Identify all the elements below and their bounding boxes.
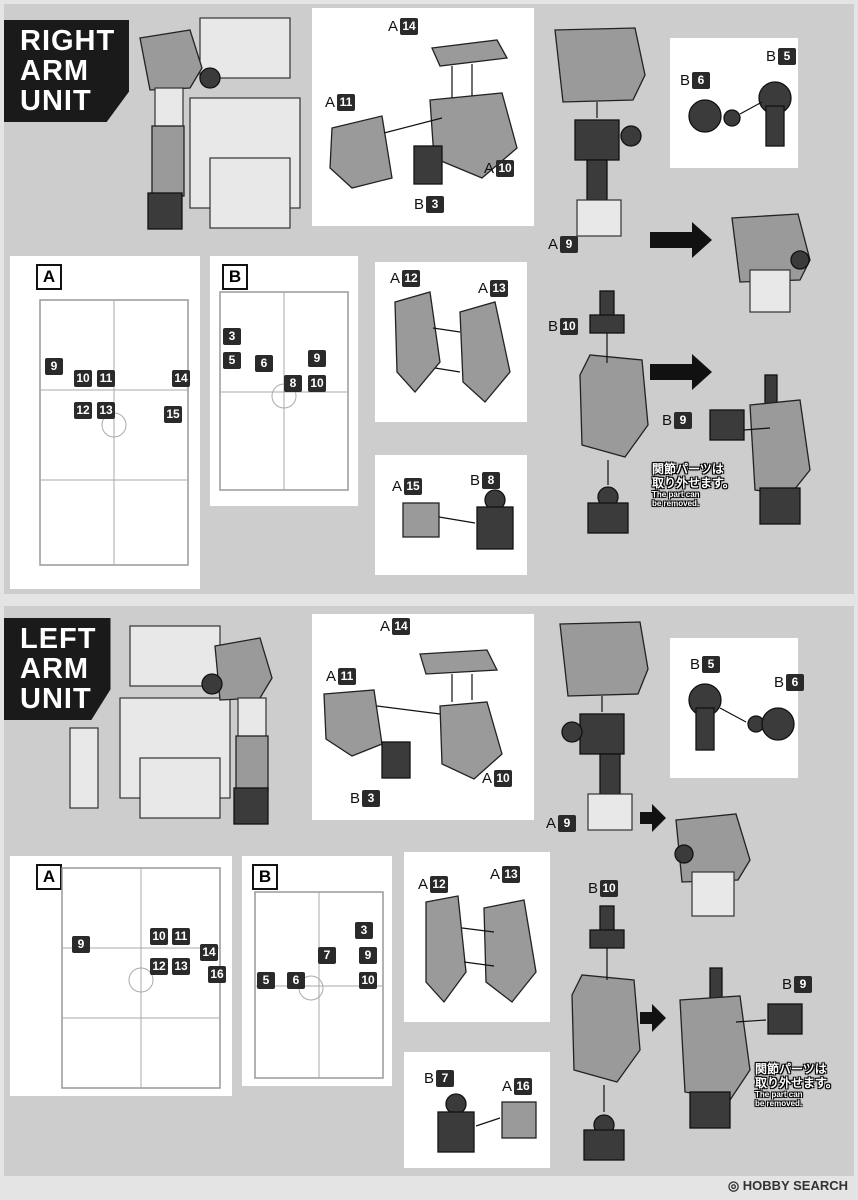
left-s5-label-a16: A 16 [502, 1078, 533, 1095]
right-s5-label-b8: B 8 [470, 472, 501, 489]
right-step2-parts [688, 81, 792, 147]
right-step1-parts [329, 39, 518, 189]
left-s1-label-a14: A 14 [380, 618, 411, 635]
right-runner-a-num-13: 13 [97, 402, 115, 419]
right-runner-b-num-3: 3 [223, 328, 241, 345]
left-s1-label-a10: A 10 [482, 770, 513, 787]
left-s1-label-b3: B 3 [350, 790, 381, 807]
left-runner-a-box [10, 856, 232, 1096]
left-runner-b-num-9: 9 [359, 947, 377, 964]
left-runner-b-num-7: 7 [318, 947, 336, 964]
left-runner-a-num-16: 16 [208, 966, 226, 983]
left-s4-label-a12: A 12 [418, 876, 449, 893]
right-runner-b-num-8: 8 [284, 375, 302, 392]
right-runner-b-label: B [222, 264, 248, 290]
right-runner-b-num-5: 5 [223, 352, 241, 369]
right-runner-a-num-11: 11 [97, 370, 115, 387]
right-runner-a-num-12: 12 [74, 402, 92, 419]
left-runner-b-label: B [252, 864, 278, 890]
right-step4-assembly [579, 290, 649, 534]
right-runner-a-num-14: 14 [172, 370, 190, 387]
right-runner-b-sprue [219, 291, 349, 491]
left-runner-a-num-13: 13 [172, 958, 190, 975]
left-runner-b-box [242, 856, 392, 1086]
right-s3-label-a9: A 9 [548, 236, 579, 253]
left-s4-label-b10: B 10 [588, 880, 619, 897]
right-s5-label-a15: A 15 [392, 478, 423, 495]
right-runner-a-label: A [36, 264, 62, 290]
right-s4-label-a13: A 13 [478, 280, 509, 297]
left-runner-b-num-6: 6 [287, 972, 305, 989]
right-removable-note: 関節パーツは 取り外せます。 The part can be removed. [652, 462, 735, 508]
right-runner-a-num-10: 10 [74, 370, 92, 387]
left-result-upper [640, 804, 751, 917]
right-s4-label-b10: B 10 [548, 318, 579, 335]
left-step6-assembly [640, 967, 803, 1129]
left-s5-label-b7: B 7 [424, 1070, 455, 1087]
left-step4-parts [425, 895, 537, 1004]
left-removable-note: 関節パーツは 取り外せます。 The part can be removed. [755, 1062, 838, 1108]
left-runner-b-num-3: 3 [355, 922, 373, 939]
left-step3-parts [559, 621, 649, 831]
right-step3-parts [554, 27, 646, 237]
left-runner-a-num-10: 10 [150, 928, 168, 945]
left-runner-a-sprue [61, 867, 221, 1089]
robot-illustration-right [139, 17, 301, 230]
right-s1-label-a14: A 14 [388, 18, 419, 35]
left-arm-title: LEFT ARM UNIT [4, 618, 111, 720]
left-runner-b-num-5: 5 [257, 972, 275, 989]
left-step2-parts [688, 683, 795, 751]
left-runner-b-num-10: 10 [359, 972, 377, 989]
right-s1-label-b3: B 3 [414, 196, 445, 213]
right-arm-title: RIGHT ARM UNIT [4, 20, 130, 122]
left-step1-parts [323, 649, 503, 780]
right-runner-b-num-6: 6 [255, 355, 273, 372]
left-step4-assembly [571, 905, 641, 1161]
left-runner-a-label: A [36, 864, 62, 890]
right-runner-a-num-15: 15 [164, 406, 182, 423]
right-step5-parts [402, 489, 514, 550]
left-s4-label-a13: A 13 [490, 866, 521, 883]
left-s6-label-b9: B 9 [782, 976, 813, 993]
right-s6-label-b9: B 9 [662, 412, 693, 429]
left-runner-a-num-11: 11 [172, 928, 190, 945]
right-runner-b-num-9: 9 [308, 350, 326, 367]
right-runner-b-num-10: 10 [308, 375, 326, 392]
right-s1-label-a11: A 11 [325, 94, 356, 111]
right-s2-label-b5: B 5 [766, 48, 797, 65]
right-runner-a-num-9: 9 [45, 358, 63, 375]
left-step5-parts [437, 1093, 537, 1153]
right-s2-label-b6: B 6 [680, 72, 711, 89]
left-runner-a-num-12: 12 [150, 958, 168, 975]
right-runner-a-sprue [39, 299, 189, 566]
left-s1-label-a11: A 11 [326, 668, 357, 685]
left-runner-a-num-9: 9 [72, 936, 90, 953]
left-runner-a-num-14: 14 [200, 944, 218, 961]
right-step4-parts [394, 291, 511, 403]
left-s2-label-b6: B 6 [774, 674, 805, 691]
right-result-upper [650, 213, 811, 313]
left-s3-label-a9: A 9 [546, 815, 577, 832]
hobby-search-watermark: ◎ HOBBY SEARCH [727, 1178, 848, 1193]
right-step6-assembly [650, 354, 811, 525]
left-s2-label-b5: B 5 [690, 656, 721, 673]
hobby-search-logo-icon: ◎ [727, 1178, 743, 1193]
right-s1-label-a10: A 10 [484, 160, 515, 177]
robot-illustration-left [69, 625, 273, 825]
right-s4-label-a12: A 12 [390, 270, 421, 287]
